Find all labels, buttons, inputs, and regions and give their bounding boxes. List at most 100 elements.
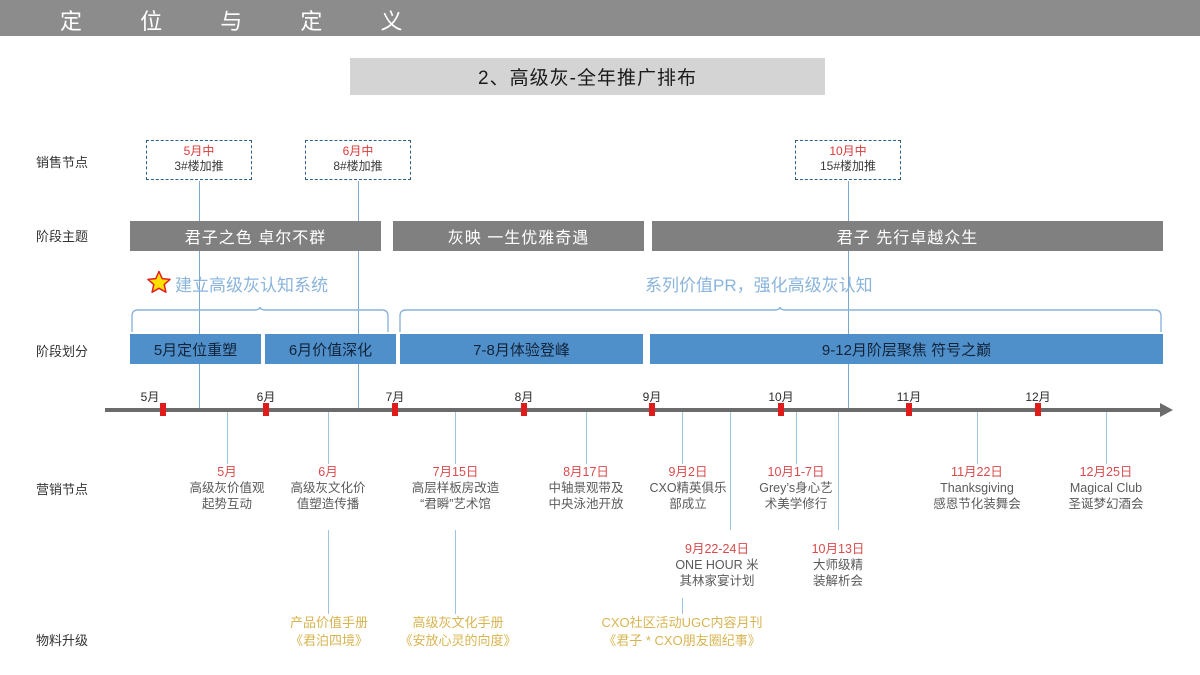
marketing-connector xyxy=(730,412,731,530)
material-upgrade-node: 高级灰文化手册 《安放心灵的向度》 xyxy=(388,614,528,650)
marketing-node-line1: Magical Club xyxy=(1069,481,1143,495)
marketing-node-secondary: 10月13日 大师级精 装解析会 xyxy=(790,541,886,589)
header-title: 定 位 与 定 义 xyxy=(60,9,429,34)
month-label-6: 6月 xyxy=(256,390,276,404)
sales-node-date: 5月中 xyxy=(183,144,215,158)
star-icon xyxy=(147,270,171,293)
row-label-sales-nodes: 销售节点 xyxy=(36,155,89,170)
marketing-node-date: 9月22-24日 xyxy=(685,542,749,556)
timeline-tick xyxy=(778,403,784,416)
marketing-node: 5月 高级灰价值观 起势互动 xyxy=(167,464,287,512)
marketing-node-date: 10月1-7日 xyxy=(767,465,825,479)
sales-node-date: 6月中 xyxy=(342,144,374,158)
marketing-node: 12月25日 Magical Club 圣诞梦幻酒会 xyxy=(1043,464,1169,512)
marketing-node-line1: Grey’s身心艺 xyxy=(759,481,833,495)
row-label-stage-theme: 阶段主题 xyxy=(36,229,89,244)
month-label-9: 9月 xyxy=(642,390,662,404)
phase-bar-4: 9-12月阶层聚焦 符号之巅 xyxy=(650,334,1163,364)
sales-connector-1 xyxy=(199,181,200,410)
marketing-node-line1: CXO精英俱乐 xyxy=(649,481,727,495)
material-line2: 《安放心灵的向度》 xyxy=(399,633,517,648)
timeline-axis xyxy=(105,408,1163,412)
phase-bracket-left xyxy=(131,307,389,332)
marketing-connector xyxy=(586,412,587,464)
marketing-node-line1: 高级灰文化价 xyxy=(290,481,366,495)
marketing-node: 11月22日 Thanksgiving 感恩节化装舞会 xyxy=(912,464,1042,512)
month-label-5: 5月 xyxy=(140,390,160,404)
phase-bracket-right xyxy=(399,307,1162,332)
marketing-node-secondary: 9月22-24日 ONE HOUR 米 其林家宴计划 xyxy=(662,541,772,589)
month-label-12: 12月 xyxy=(1025,390,1051,404)
material-connector xyxy=(328,530,329,614)
blue-note-1: 建立高级灰认知系统 xyxy=(175,276,328,295)
marketing-node-line2: 感恩节化装舞会 xyxy=(933,497,1021,511)
sales-node-box-2[interactable]: 6月中 8#楼加推 xyxy=(305,140,411,180)
marketing-node-line2: 值塑造传播 xyxy=(296,497,360,511)
marketing-node-line2: 中央泳池开放 xyxy=(548,497,624,511)
marketing-node: 7月15日 高层样板房改造 “君瞬”艺术馆 xyxy=(389,464,522,512)
marketing-node-line1: 高层样板房改造 xyxy=(411,481,500,495)
slide-title: 2、高级灰-全年推广排布 xyxy=(350,58,825,95)
marketing-node-date: 8月17日 xyxy=(563,465,609,479)
stage-theme-bar-2: 灰映 一生优雅奇遇 xyxy=(393,221,644,251)
material-line2: 《君泊四境》 xyxy=(289,633,368,648)
marketing-node-date: 12月25日 xyxy=(1079,465,1133,479)
blue-note-2: 系列价值PR，强化高级灰认知 xyxy=(645,276,873,295)
material-upgrade-node: 产品价值手册 《君泊四境》 xyxy=(265,614,393,650)
marketing-node-date: 7月15日 xyxy=(432,465,479,479)
marketing-node: 6月 高级灰文化价 值塑造传播 xyxy=(268,464,388,512)
marketing-connector xyxy=(328,412,329,464)
marketing-node-line1: Thanksgiving xyxy=(940,481,1014,495)
marketing-node-date: 9月2日 xyxy=(668,465,708,479)
row-label-stage-division: 阶段划分 xyxy=(36,344,89,359)
sales-node-text: 8#楼加推 xyxy=(333,159,383,173)
marketing-node-line1: 大师级精 xyxy=(812,558,863,572)
marketing-node: 8月17日 中轴景观带及 中央泳池开放 xyxy=(526,464,646,512)
sales-node-box-3[interactable]: 10月中 15#楼加推 xyxy=(795,140,901,180)
sales-connector-3 xyxy=(848,181,849,410)
sales-connector-2 xyxy=(358,181,359,410)
sales-node-text: 15#楼加推 xyxy=(819,159,877,173)
material-line1: 产品价值手册 xyxy=(289,615,368,630)
marketing-node-line2: 装解析会 xyxy=(812,574,863,588)
month-label-11: 11月 xyxy=(896,390,922,404)
marketing-node-line1: 高级灰价值观 xyxy=(189,481,265,495)
marketing-node: 10月1-7日 Grey’s身心艺 术美学修行 xyxy=(748,464,844,512)
sales-node-text: 3#楼加推 xyxy=(174,159,224,173)
material-upgrade-node: CXO社区活动UGC内容月刊 《君子 * CXO朋友圈纪事》 xyxy=(570,614,794,650)
timeline-tick xyxy=(392,403,398,416)
marketing-node-line2: 圣诞梦幻酒会 xyxy=(1068,497,1144,511)
marketing-node-line1: 中轴景观带及 xyxy=(548,481,624,495)
marketing-connector xyxy=(227,412,228,464)
row-label-marketing-nodes: 营销节点 xyxy=(36,482,89,497)
marketing-node-date: 5月 xyxy=(217,465,237,479)
timeline-tick xyxy=(906,403,912,416)
stage-theme-bar-3: 君子 先行卓越众生 xyxy=(652,221,1163,251)
marketing-connector xyxy=(977,412,978,464)
phase-bar-2: 6月价值深化 xyxy=(265,334,396,364)
month-label-7: 7月 xyxy=(385,390,405,404)
material-line1: 高级灰文化手册 xyxy=(412,615,504,630)
timeline-arrow xyxy=(1160,403,1173,417)
marketing-node-date: 11月22日 xyxy=(951,465,1003,479)
month-label-10: 10月 xyxy=(768,390,794,404)
material-line1: CXO社区活动UGC内容月刊 xyxy=(601,615,763,630)
month-label-8: 8月 xyxy=(514,390,534,404)
material-connector xyxy=(682,598,683,614)
timeline-tick xyxy=(263,403,269,416)
timeline-tick xyxy=(649,403,655,416)
phase-bar-1: 5月定位重塑 xyxy=(130,334,261,364)
marketing-connector xyxy=(838,412,839,530)
timeline-tick xyxy=(521,403,527,416)
row-label-material-upgrade: 物料升级 xyxy=(36,633,89,648)
stage-theme-bar-1: 君子之色 卓尔不群 xyxy=(130,221,381,251)
marketing-node-line2: “君瞬”艺术馆 xyxy=(420,497,491,511)
marketing-node-line2: 术美学修行 xyxy=(764,497,828,511)
marketing-node-date: 6月 xyxy=(318,465,338,479)
marketing-connector xyxy=(796,412,797,464)
sales-node-box-1[interactable]: 5月中 3#楼加推 xyxy=(146,140,252,180)
marketing-node: 9月2日 CXO精英俱乐 部成立 xyxy=(640,464,736,512)
header-band xyxy=(0,0,1200,36)
material-connector xyxy=(455,530,456,614)
marketing-connector xyxy=(682,412,683,464)
